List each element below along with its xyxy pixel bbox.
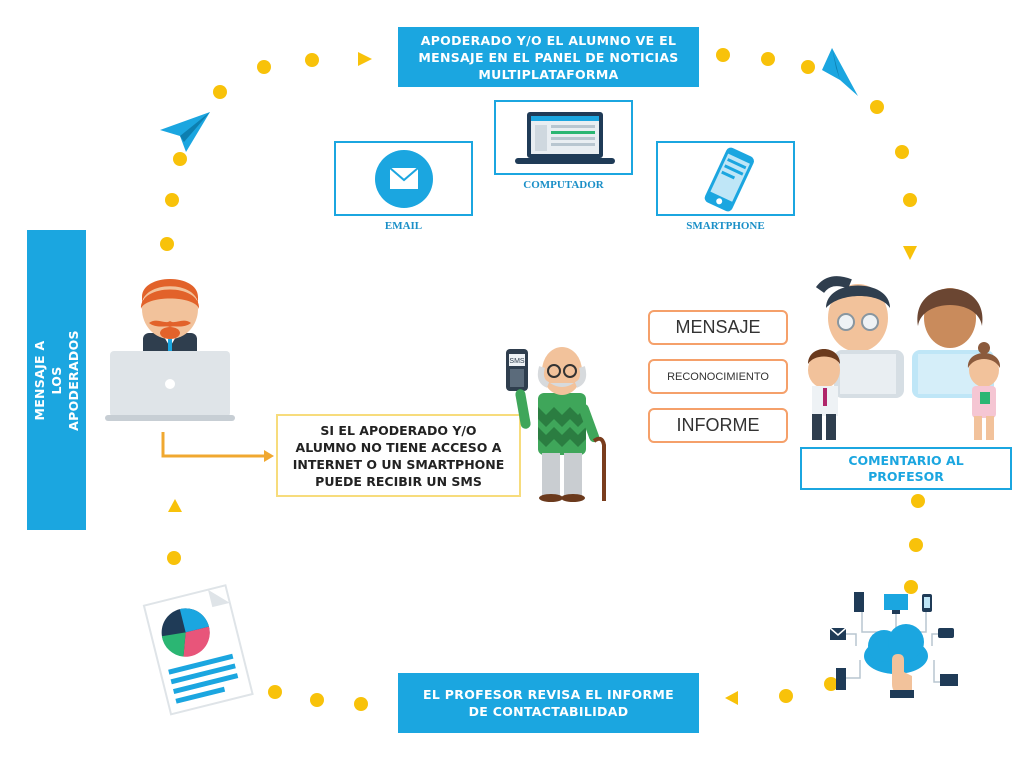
option-mensaje: MENSAJE (648, 310, 788, 345)
option-informe-label: INFORME (676, 415, 760, 435)
path-dot (761, 52, 775, 66)
smartphone-label: SMARTPHONE (686, 220, 765, 232)
option-mensaje-label: MENSAJE (675, 317, 761, 337)
smartphone-icon (704, 147, 754, 212)
path-dot (160, 237, 174, 251)
sms-info-text: SI EL APODERADO Y/O ALUMNO NO TIENE ACCE… (292, 422, 505, 489)
family-illustration (808, 276, 1001, 440)
path-dot (903, 193, 917, 207)
path-dot (354, 697, 368, 711)
smartphone-frame (656, 141, 795, 216)
step-teacher-sends-box: EL PROFESOR ENVÍA UN MENSAJE A LOS APODE… (0, 230, 115, 530)
laptop-icon (515, 112, 615, 164)
path-dot (909, 538, 923, 552)
path-dot (167, 551, 181, 565)
email-icon (375, 150, 433, 208)
path-dot (716, 48, 730, 62)
step-teacher-reviews-text: EL PROFESOR REVISA EL INFORME DE CONTACT… (423, 687, 674, 719)
arrow-down-icon (903, 246, 917, 260)
path-dot (895, 145, 909, 159)
path-dot (310, 693, 324, 707)
path-dot (870, 100, 884, 114)
comment-to-teacher-text: COMENTARIO AL PROFESOR (848, 452, 964, 484)
email-label: EMAIL (384, 220, 423, 232)
sms-info-box: SI EL APODERADO Y/O ALUMNO NO TIENE ACCE… (276, 414, 521, 497)
path-dot (801, 60, 815, 74)
arrow-right-icon (358, 52, 372, 66)
report-document-icon (142, 584, 254, 716)
path-dot (824, 677, 838, 691)
step-teacher-reviews-box: EL PROFESOR REVISA EL INFORME DE CONTACT… (398, 673, 699, 733)
path-dot (173, 152, 187, 166)
path-dot (779, 689, 793, 703)
email-frame (334, 141, 473, 216)
teacher-illustration (105, 279, 235, 421)
cloud-network-icon (829, 592, 958, 698)
step-view-message-text: APODERADO Y/O EL ALUMNO VE EL MENSAJE EN… (418, 32, 679, 82)
step-teacher-sends-text: EL PROFESOR ENVÍA UN MENSAJE A LOS APODE… (0, 329, 115, 431)
path-dot (911, 494, 925, 508)
option-informe: INFORME (648, 408, 788, 443)
paper-plane-icon (822, 48, 858, 96)
computer-label: COMPUTADOR (523, 179, 604, 191)
path-dot (213, 85, 227, 99)
sms-phone-label: SMS (509, 358, 525, 365)
paper-plane-icon (160, 112, 210, 152)
option-reconocimiento: RECONOCIMIENTO (648, 359, 788, 394)
phone-sms-icon: SMS (506, 349, 528, 391)
sms-connector-arrow (161, 432, 274, 462)
option-reconocimiento-label: RECONOCIMIENTO (667, 370, 769, 383)
path-dot (904, 580, 918, 594)
path-dot (305, 53, 319, 67)
step-view-message-box: APODERADO Y/O EL ALUMNO VE EL MENSAJE EN… (398, 27, 699, 87)
path-dot (165, 193, 179, 207)
path-dot (257, 60, 271, 74)
path-dot (268, 685, 282, 699)
computer-frame (494, 100, 633, 175)
grandparent-illustration: SMS (506, 347, 606, 502)
arrow-left-icon (725, 691, 738, 705)
comment-to-teacher-box: COMENTARIO AL PROFESOR (800, 447, 1012, 490)
arrow-up-icon (168, 499, 182, 512)
